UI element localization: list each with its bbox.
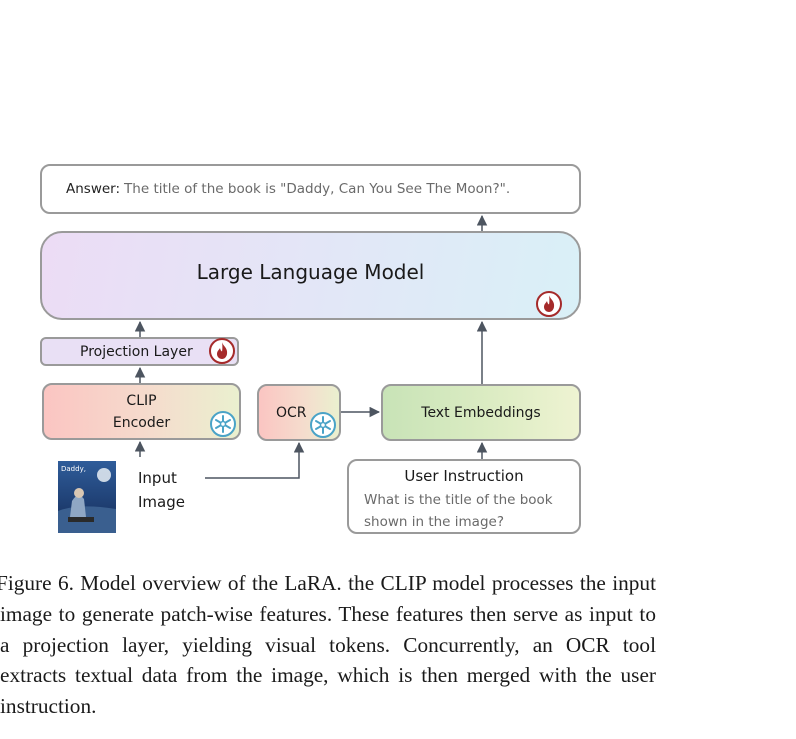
user-instruction-line2: shown in the image?	[364, 514, 504, 530]
llm-box: Large Language Model	[40, 231, 581, 320]
user-instruction-text: What is the title of the book shown in t…	[364, 489, 574, 533]
llm-title: Large Language Model	[196, 259, 425, 284]
answer-box: Answer: The title of the book is "Daddy,…	[40, 164, 581, 214]
input-image-thumbnail: Daddy,	[58, 461, 116, 533]
snowflake-icon	[210, 411, 236, 437]
text-embeddings-label: Text Embeddings	[421, 404, 541, 421]
user-instruction-line1: What is the title of the book	[364, 492, 553, 508]
text-embeddings-box: Text Embeddings	[381, 384, 581, 441]
ocr-label: OCR	[276, 404, 307, 421]
projection-label: Projection Layer	[80, 343, 193, 360]
input-image-label: Input Image	[138, 466, 185, 514]
answer-text: The title of the book is "Daddy, Can You…	[124, 181, 511, 197]
fire-icon	[536, 291, 562, 317]
clip-encoder-box: CLIP Encoder	[42, 383, 241, 440]
projection-layer-box: Projection Layer	[40, 337, 239, 366]
input-image-line2: Image	[138, 493, 185, 511]
fire-icon	[209, 338, 235, 364]
snowflake-icon	[310, 412, 336, 438]
clip-line1: CLIP	[126, 392, 157, 409]
thumbnail-text: Daddy,	[61, 465, 86, 473]
user-instruction-box: User Instruction What is the title of th…	[347, 459, 581, 534]
arrow-image-to-ocr	[205, 441, 305, 479]
figure-caption: Figure 6. Model overview of the LaRA. th…	[0, 571, 656, 719]
user-instruction-title: User Instruction	[404, 467, 524, 485]
clip-line2: Encoder	[112, 414, 171, 431]
answer-label: Answer:	[66, 181, 121, 197]
input-image-line1: Input	[138, 469, 177, 487]
